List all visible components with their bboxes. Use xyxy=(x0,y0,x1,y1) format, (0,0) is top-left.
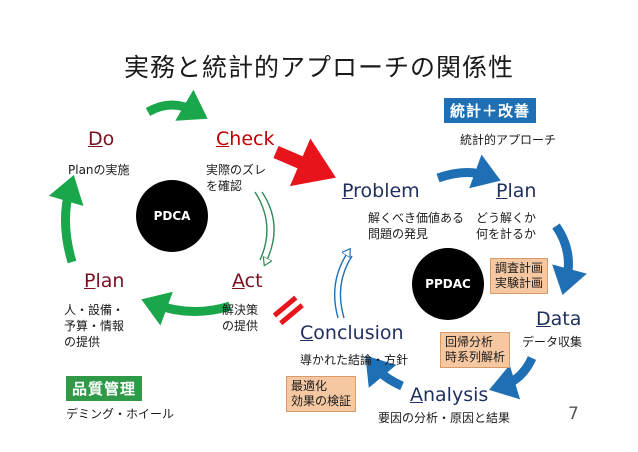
stage-act: Act xyxy=(232,270,263,292)
analysis-methods-line2: 時系列解析 xyxy=(445,350,506,364)
stats-improvement-badge: 統計＋改善 xyxy=(444,98,537,123)
optimization-box-line1: 最適化 xyxy=(291,379,328,393)
arrow-check-to-problem xyxy=(273,138,336,187)
optimization-box: 最適化 効果の検証 xyxy=(286,376,357,412)
arrow-check-to-act-inner xyxy=(254,191,268,261)
stage-plan-pdca-rest: lan xyxy=(95,270,125,292)
stage-conclusion-initial: C xyxy=(300,322,314,344)
do-note: Planの実施 xyxy=(68,163,130,177)
stage-conclusion-rest: onclusion xyxy=(313,322,404,344)
stage-act-initial: A xyxy=(232,270,245,292)
act-note-line2: の提供 xyxy=(222,319,259,333)
act-note: 解決策 の提供 xyxy=(222,302,258,334)
stage-analysis-rest: nalysis xyxy=(423,384,489,406)
plan-pdca-note-line2: 予算・情報 xyxy=(64,319,125,333)
check-note: 実際のズレ を確認 xyxy=(206,162,266,194)
stage-plan-ppdac-initial: P xyxy=(496,180,508,202)
stage-plan-pdca: Plan xyxy=(84,270,124,292)
design-box-line2: 実験計画 xyxy=(495,276,544,290)
stage-plan-ppdac-rest: lan xyxy=(507,180,537,202)
stage-data-rest: ata xyxy=(550,308,582,330)
problem-note-line1: 解くべき価値ある xyxy=(368,211,465,225)
arrow-analysis-to-conclusion xyxy=(365,355,404,391)
arrow-conclusion-to-problem xyxy=(333,252,348,319)
stage-act-rest: ct xyxy=(244,270,263,292)
stage-problem-initial: P xyxy=(342,180,354,202)
stage-conclusion: Conclusion xyxy=(300,322,404,344)
stage-check-initial: C xyxy=(216,128,230,150)
arrow-act-to-plan xyxy=(141,291,232,326)
arrow-conclusion-to-problem-inner xyxy=(339,255,353,319)
page-title: 実務と統計的アプローチの関係性 xyxy=(123,53,514,82)
stage-do-initial: D xyxy=(88,128,103,150)
stage-do: Do xyxy=(88,128,114,150)
stage-check: Check xyxy=(216,128,274,150)
design-box: 調査計画 実験計画 xyxy=(490,258,549,294)
plan-ppdac-note-line1: どう解くか xyxy=(476,211,537,225)
check-note-line1: 実際のズレ xyxy=(206,163,267,177)
arrow-plan-to-do xyxy=(48,175,84,264)
stage-data: Data xyxy=(536,308,581,330)
conclusion-note: 導かれた結論・方針 xyxy=(300,353,409,367)
plan-ppdac-note: どう解くか 何を計るか xyxy=(476,210,536,242)
arrow-do-to-check xyxy=(145,89,208,121)
problem-note-line2: 問題の発見 xyxy=(368,227,429,241)
stage-analysis-initial: A xyxy=(410,384,423,406)
analysis-note: 要因の分析・原因と結果 xyxy=(378,411,511,425)
stage-do-rest: o xyxy=(102,128,115,150)
plan-pdca-note-line3: の提供 xyxy=(64,335,101,349)
optimization-box-line2: 効果の検証 xyxy=(291,394,352,408)
page-number: 7 xyxy=(568,404,579,424)
plan-pdca-note-line1: 人・設備・ xyxy=(64,303,125,317)
arrow-check-to-act xyxy=(261,191,275,262)
plan-ppdac-note-line2: 何を計るか xyxy=(476,227,537,241)
pdca-circle: PDCA xyxy=(136,180,208,252)
problem-note: 解くべき価値ある 問題の発見 xyxy=(368,210,464,242)
stage-plan-ppdac: Plan xyxy=(496,180,536,202)
analysis-methods-box: 回帰分析 時系列解析 xyxy=(440,332,511,368)
design-box-line1: 調査計画 xyxy=(495,261,544,275)
stage-plan-pdca-initial: P xyxy=(84,270,96,292)
quality-management-badge: 品質管理 xyxy=(66,376,143,401)
deming-wheel-caption: デミング・ホイール xyxy=(66,407,175,421)
arrow-plan-to-data xyxy=(552,223,587,296)
stage-analysis: Analysis xyxy=(410,384,488,406)
check-note-line2: を確認 xyxy=(206,179,243,193)
data-note: データ収集 xyxy=(522,335,583,349)
stage-problem-rest: roblem xyxy=(353,180,420,202)
arrow-data-to-analysis xyxy=(489,356,537,400)
statistical-approach-caption: 統計的アプローチ xyxy=(460,133,557,147)
arrow-problem-to-plan xyxy=(436,154,501,189)
stage-check-rest: heck xyxy=(229,128,275,150)
stage-problem: Problem xyxy=(342,180,420,202)
plan-pdca-note: 人・設備・ 予算・情報 の提供 xyxy=(64,302,124,350)
stage-data-initial: D xyxy=(536,308,551,330)
ppdac-circle: PPDAC xyxy=(412,248,484,320)
equals-sign xyxy=(272,295,304,326)
act-note-line1: 解決策 xyxy=(222,303,259,317)
analysis-methods-line1: 回帰分析 xyxy=(445,335,494,349)
